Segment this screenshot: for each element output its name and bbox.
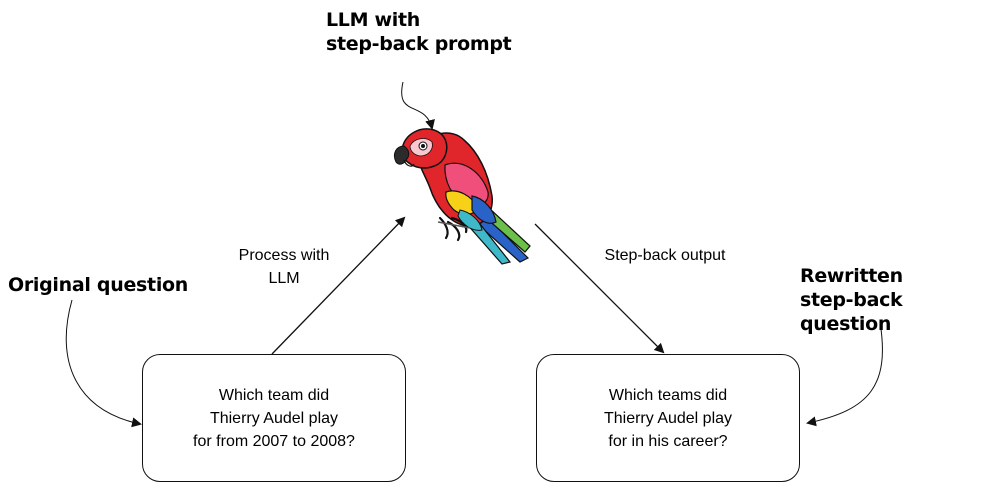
top-connector-arrow <box>401 81 435 130</box>
output-arrow-label: Step-back output <box>604 247 726 264</box>
output-arrow <box>534 223 665 354</box>
stepback-question-line1: Which teams did <box>608 386 728 404</box>
original-question-box: Which team did Thierry Audel play for fr… <box>142 354 406 482</box>
process-arrow <box>271 216 406 355</box>
stepback-question-box: Which teams did Thierry Audel play for i… <box>536 354 800 482</box>
llm-label-line1: LLM with <box>326 9 421 31</box>
parrot-icon <box>393 128 531 265</box>
left-connector-arrow <box>65 299 142 428</box>
process-label-line1: Process with <box>238 247 330 264</box>
rewritten-question-label: Rewritten step-back question <box>800 264 986 336</box>
original-question-label: Original question <box>8 274 189 296</box>
original-question-line1: Which team did <box>218 386 330 404</box>
rewritten-label-line2: step-back question <box>800 289 903 335</box>
llm-label: LLM with step-back prompt <box>326 8 512 56</box>
rewritten-label-line1: Rewritten <box>800 265 903 287</box>
process-arrow-label: Process with LLM <box>218 244 350 290</box>
process-label-line2: LLM <box>268 270 300 287</box>
stepback-question-line2: Thierry Audel play <box>603 409 733 427</box>
llm-label-line2: step-back prompt <box>326 33 512 55</box>
stepback-question-line3: for in his career? <box>608 432 728 450</box>
original-question-line3: for from 2007 to 2008? <box>193 432 355 450</box>
original-question-line2: Thierry Audel play <box>209 409 339 427</box>
right-connector-arrow <box>806 321 883 427</box>
